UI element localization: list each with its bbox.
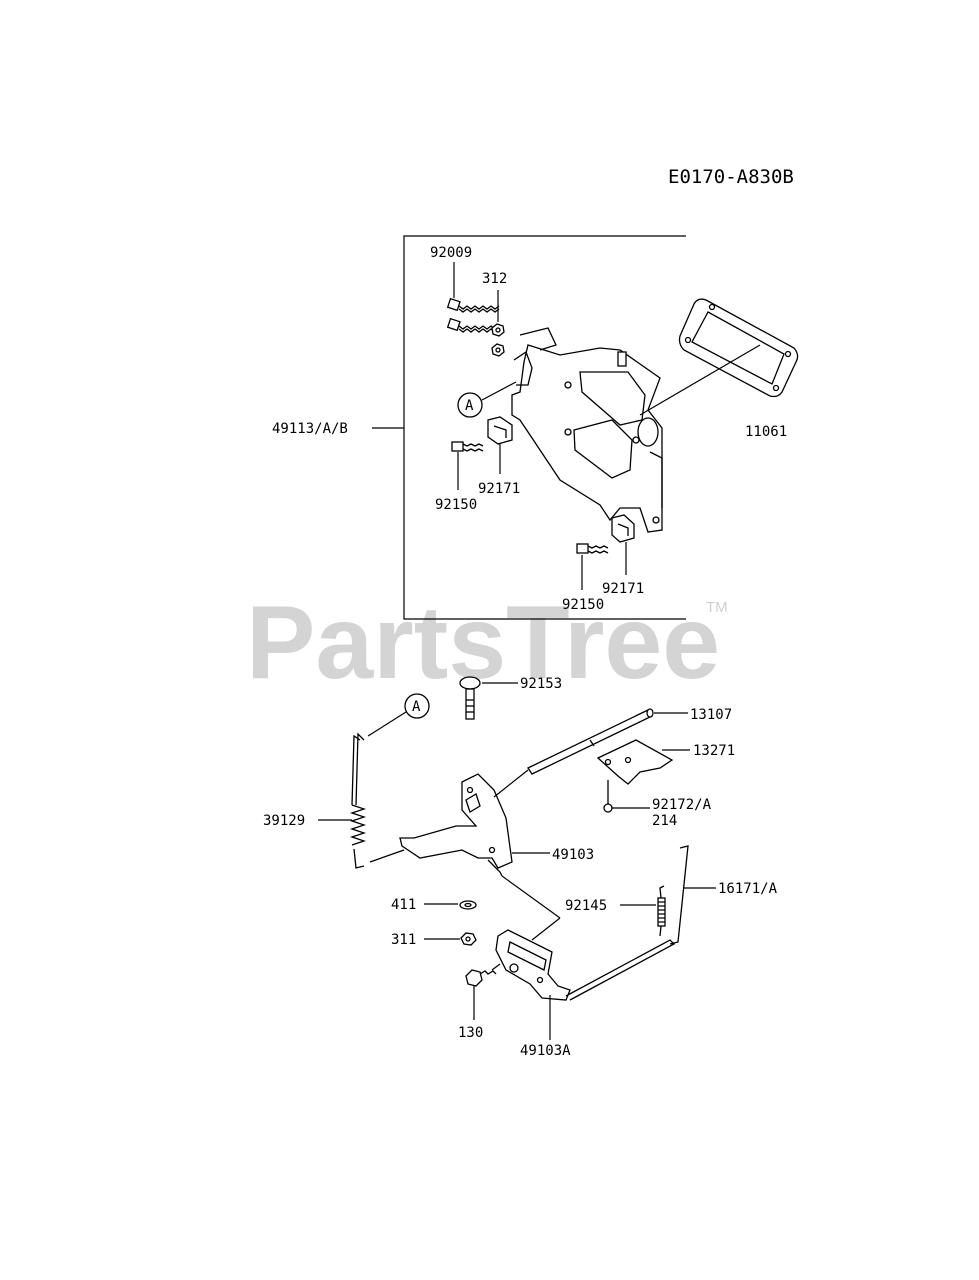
watermark-text: PartsTree xyxy=(246,585,720,701)
diagram-code: E0170-A830B xyxy=(668,166,794,188)
label-16171: 16171/A xyxy=(718,881,778,897)
plate-13271[interactable] xyxy=(596,739,674,785)
clip-92171-upper[interactable] xyxy=(487,416,513,445)
label-214: 214 xyxy=(652,813,677,829)
label-13107: 13107 xyxy=(690,707,732,723)
label-92150-upper: 92150 xyxy=(435,497,477,513)
screw-92150-lower[interactable] xyxy=(576,543,609,554)
screw-92172[interactable] xyxy=(603,780,613,813)
watermark-trademark: TM xyxy=(706,599,728,616)
label-312: 312 xyxy=(482,271,507,287)
control-shaft-13107[interactable] xyxy=(527,708,654,775)
bolt-92153[interactable] xyxy=(459,676,481,720)
washer-411[interactable] xyxy=(459,900,477,910)
label-92145: 92145 xyxy=(565,898,607,914)
label-49103: 49103 xyxy=(552,847,594,863)
svg-text:A: A xyxy=(412,699,421,715)
group-frame-49113 xyxy=(372,235,686,620)
rod-16171[interactable] xyxy=(669,845,689,945)
spring-92145[interactable] xyxy=(657,885,666,937)
label-13271: 13271 xyxy=(693,743,735,759)
nut-312[interactable] xyxy=(491,323,505,357)
bolt-92009[interactable] xyxy=(446,297,500,333)
label-92153: 92153 xyxy=(520,676,562,692)
callout-a-lower: A xyxy=(367,693,430,737)
label-11061: 11061 xyxy=(745,424,787,440)
label-92171-upper: 92171 xyxy=(478,481,520,497)
nut-311[interactable] xyxy=(460,932,477,946)
governor-lever-49103[interactable] xyxy=(369,773,513,877)
label-311: 311 xyxy=(391,932,416,948)
label-92171-lower: 92171 xyxy=(602,581,644,597)
label-39129: 39129 xyxy=(263,813,305,829)
label-130: 130 xyxy=(458,1025,483,1041)
gasket-11061[interactable] xyxy=(678,298,799,398)
lever-49103a[interactable] xyxy=(495,929,676,1001)
label-49103a: 49103A xyxy=(520,1043,571,1059)
governor-spring-39129[interactable] xyxy=(349,732,367,869)
screw-92150-upper[interactable] xyxy=(451,441,484,452)
control-bracket-plate[interactable] xyxy=(511,327,663,533)
label-92150-lower: 92150 xyxy=(562,597,604,613)
callout-a-upper: A xyxy=(457,381,517,418)
svg-text:A: A xyxy=(465,398,474,414)
bolt-130[interactable] xyxy=(465,963,501,987)
label-92009: 92009 xyxy=(430,245,472,261)
label-411: 411 xyxy=(391,897,416,913)
label-92172: 92172/A xyxy=(652,797,712,813)
clip-92171-lower[interactable] xyxy=(611,514,635,543)
label-49113: 49113/A/B xyxy=(272,421,348,437)
